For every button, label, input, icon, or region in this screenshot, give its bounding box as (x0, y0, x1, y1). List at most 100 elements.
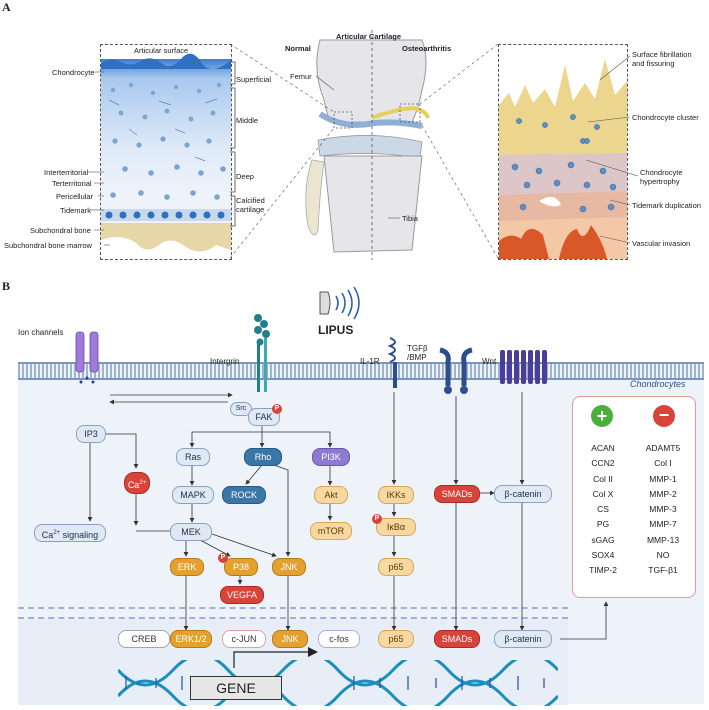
down-item: MMP-7 (649, 519, 677, 530)
label-integrin: Intergrin (210, 357, 240, 366)
label-tidemark-dup: Tidemark duplication (632, 201, 701, 210)
down-item: NO (656, 550, 670, 561)
label-chondrocyte: Chondrocyte (52, 68, 95, 77)
up-item: ACAN (591, 443, 615, 453)
nuc-jnk: JNK (272, 630, 308, 648)
badge-p-p38: P (218, 553, 228, 563)
gene-box: GENE (190, 676, 282, 700)
label-tibia: Tibia (402, 214, 418, 223)
label-pericellular: Pericellular (56, 192, 94, 201)
ca-signaling-sup: 2+ (53, 530, 61, 536)
label-territorial: Terterritorial (52, 179, 92, 188)
il1r-receptor-icon (387, 337, 397, 388)
label-articular-cartilage: Articular Cartilage (336, 32, 402, 41)
nuc-cjun: c-JUN (222, 630, 266, 648)
down-item: MMP-1 (649, 473, 677, 484)
badge-p-ikba: P (372, 514, 382, 524)
lipus-transducer-icon (319, 286, 360, 320)
node-ikba: IκBα (376, 518, 416, 536)
badge-p-fak: P (272, 404, 282, 414)
transcription-start-arrow (233, 647, 318, 668)
zone-deep: Deep (236, 172, 254, 181)
up-item: SOX4 (591, 550, 615, 561)
ca-text: Ca (127, 480, 140, 490)
cartilage-zoom-right (498, 44, 628, 260)
node-ca-signaling: Ca2+ signaling (34, 524, 106, 542)
integrin-receptor-icon (254, 314, 270, 392)
label-fibrillation: Surface fibrillation and fissuring (632, 50, 692, 68)
label-femur: Femur (290, 72, 312, 81)
node-rho: Rho (244, 448, 282, 466)
down-item: MMP-3 (649, 504, 677, 515)
node-mtor: mTOR (310, 522, 352, 540)
node-akt: Akt (314, 486, 348, 504)
node-jnk: JNK (272, 558, 306, 576)
nuclear-membrane (18, 607, 568, 619)
node-smads-cyto: SMADs (434, 485, 480, 503)
nuc-smads: SMADs (434, 630, 480, 648)
lipus-label: LIPUS (318, 323, 354, 337)
label-subchondral-marrow: Subchondral bone marrow (4, 241, 92, 250)
chondrocytes-label: Chondrocytes (630, 379, 686, 389)
node-ip3: IP3 (76, 425, 106, 443)
panel-b-letter: B (2, 279, 11, 293)
down-item: MMP-2 (649, 488, 677, 499)
plus-symbol: + (596, 406, 608, 426)
down-item: Col I (654, 458, 672, 469)
knee-joint-illustration (305, 30, 430, 260)
upregulated-plus-icon: + (591, 405, 613, 427)
up-item: PG (596, 519, 610, 530)
cartilage-zoom-left (100, 44, 232, 260)
node-bcatenin-cyto: β-catenin (494, 485, 552, 503)
node-fak: FAK (248, 408, 280, 426)
label-cluster: Chondrocyte cluster (632, 113, 699, 122)
up-item: sGAG (591, 534, 615, 545)
up-item: TIMP-2 (589, 565, 617, 576)
up-item: CCN2 (591, 458, 615, 469)
panel-a-letter: A (2, 0, 11, 14)
label-hypertrophy: Chondrocyte hypertrophy (640, 168, 683, 186)
upregulated-list: ACAN CCN2 Col II Col X CS PG sGAG SOX4 T… (575, 441, 631, 579)
down-item: ADAMT5 (645, 443, 681, 453)
cartilage-layers-illustration (101, 53, 231, 259)
gene-regulation-legend: + − ACAN CCN2 Col II Col X CS PG sGAG SO… (572, 396, 696, 598)
label-vascular: Vascular invasion (632, 239, 691, 248)
label-tgfb: TGFβ /BMP (407, 344, 428, 362)
label-osteoarthritis: Osteoarthritis (402, 44, 452, 53)
label-interterritorial: Interterritorial (44, 168, 89, 177)
label-subchondral-bone: Subchondral bone (30, 226, 91, 235)
up-item: CS (597, 504, 609, 515)
node-vegfa: VEGFA (220, 586, 264, 604)
down-item: TGF-β1 (648, 565, 678, 576)
downregulated-list: ADAMT5 Col I MMP-1 MMP-2 MMP-3 MMP-7 MMP… (635, 441, 691, 579)
node-ca: Ca2+ (124, 472, 150, 494)
label-articular-surface: Articular surface (134, 46, 189, 55)
ca-signaling-rest: signaling (60, 530, 99, 540)
dna-helix (118, 660, 558, 706)
down-item: MMP-13 (646, 534, 680, 545)
node-erk: ERK (170, 558, 204, 576)
zone-calcified: Calcified cartilage (236, 196, 265, 214)
up-item: Col II (593, 473, 613, 484)
node-p65-cyto: p65 (378, 558, 414, 576)
minus-symbol: − (658, 405, 670, 425)
oa-cartilage-illustration (499, 59, 627, 259)
label-il1r: IL-1R (360, 357, 380, 366)
label-tidemark: Tidemark (60, 206, 91, 215)
node-p38: P38 (224, 558, 258, 576)
ca-signaling-text: Ca (41, 530, 54, 540)
label-ion-channels: Ion channels (18, 328, 64, 337)
node-pi3k: PI3K (312, 448, 350, 466)
node-ras: Ras (176, 448, 210, 466)
node-rock: ROCK (222, 486, 266, 504)
label-wnt: Wnt (482, 357, 497, 366)
downregulated-minus-icon: − (653, 405, 675, 427)
up-item: Col X (592, 488, 614, 499)
nuc-p65: p65 (378, 630, 414, 648)
nuc-creb: CREB (118, 630, 170, 648)
node-mek: MEK (170, 523, 212, 541)
ca-sup: 2+ (139, 480, 147, 486)
zone-middle: Middle (236, 116, 259, 125)
zone-superficial: Superficial (236, 75, 272, 84)
node-ikks: IKKs (378, 486, 414, 504)
